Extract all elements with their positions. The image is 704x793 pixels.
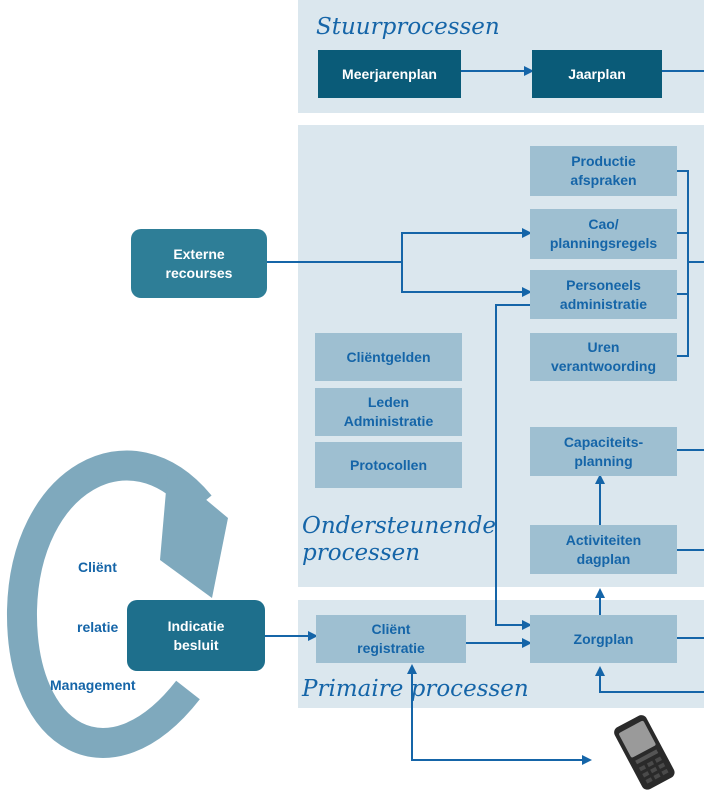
capaciteitsplanning-line2: planning: [574, 452, 633, 469]
zorgplan-box: Zorgplan: [530, 615, 677, 663]
indicatie-besluit-line2: besluit: [173, 636, 219, 653]
leden-administratie-line2: Administratie: [343, 413, 434, 429]
ondersteunende-processen-title: Ondersteunende processen: [302, 513, 496, 567]
stuurprocessen-title: Stuurprocessen: [316, 14, 500, 40]
leden-administratie-box: Leden Administratie: [315, 388, 462, 436]
primaire-processen-title: Primaire processen: [302, 676, 529, 702]
productie-afspraken-box: Productie afspraken: [530, 146, 677, 196]
activiteiten-dagplan-line1: Activiteiten: [565, 531, 642, 548]
externe-recourses-box: Externe recourses: [131, 229, 267, 298]
capaciteitsplanning-line1: Capaciteits-: [563, 433, 644, 450]
protocollen-box: Protocollen: [315, 442, 462, 488]
ondersteunende-title-line2: processen: [302, 540, 421, 566]
cao-planningsregels-line2: planningsregels: [549, 235, 658, 251]
personeels-administratie-line1: Personeels: [566, 276, 641, 293]
productie-afspraken-line1: Productie: [571, 153, 636, 169]
clientgelden-box: Cliëntgelden: [315, 333, 462, 381]
ondersteunende-title-line1: Ondersteunende: [302, 513, 497, 539]
externe-recourses-line1: Externe: [173, 245, 225, 262]
cycle-label-relatie: relatie: [77, 619, 119, 635]
uren-verantwoording-line2: verantwoording: [550, 358, 656, 374]
cao-planningsregels-box: Cao/ planningsregels: [530, 209, 677, 259]
productie-afspraken-line2: afspraken: [570, 172, 637, 188]
leden-administratie-line1: Leden: [367, 394, 410, 410]
cycle-arrowhead: [160, 468, 228, 598]
meerjarenplan-box: Meerjarenplan: [318, 50, 461, 98]
client-registratie-box: Cliënt registratie: [316, 615, 466, 663]
client-registratie-line2: registratie: [357, 640, 425, 656]
indicatie-besluit-box: Indicatie besluit: [127, 600, 265, 671]
personeels-administratie-line2: administratie: [559, 295, 648, 312]
uren-verantwoording-box: Uren verantwoording: [530, 333, 677, 381]
client-registratie-line1: Cliënt: [371, 621, 411, 637]
cycle-label-management: Management: [50, 677, 136, 693]
mobile-phone-icon: [614, 715, 675, 790]
capaciteitsplanning-box: Capaciteits- planning: [530, 427, 677, 476]
cao-planningsregels-line1: Cao/: [588, 216, 619, 232]
uren-verantwoording-line1: Uren: [587, 339, 620, 355]
activiteiten-dagplan-box: Activiteiten dagplan: [530, 525, 677, 574]
activiteiten-dagplan-line2: dagplan: [576, 550, 631, 567]
indicatie-besluit-line1: Indicatie: [167, 617, 225, 634]
cycle-label-client: Cliënt: [78, 559, 117, 575]
personeels-administratie-box: Personeels administratie: [530, 270, 677, 319]
externe-recourses-line2: recourses: [165, 264, 233, 281]
jaarplan-box: Jaarplan: [532, 50, 662, 98]
